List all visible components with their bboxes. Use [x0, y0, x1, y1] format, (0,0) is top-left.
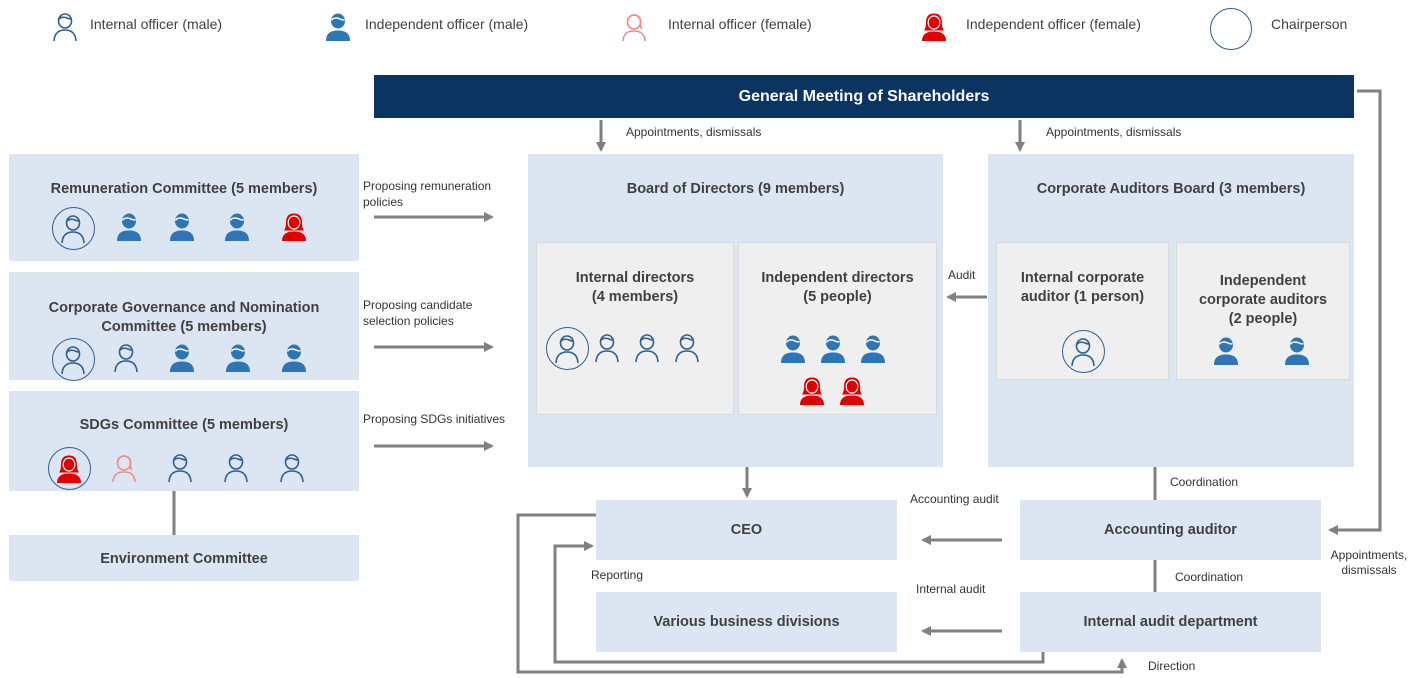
board-title: Board of Directors (9 members)	[626, 181, 845, 197]
independent-male-icon	[222, 341, 254, 373]
direction-label: Direction	[1148, 659, 1196, 673]
sdgs-committee-title: SDGs Committee (5 members)	[79, 417, 289, 433]
independent-male-icon	[113, 210, 145, 242]
internal-directors-line2: (4 members)	[591, 289, 679, 305]
ceo-title: CEO	[730, 522, 763, 538]
accounting-auditor-title: Accounting auditor	[1104, 522, 1237, 538]
independent-male-icon	[777, 332, 809, 364]
internal-auditor-line2: auditor (1 person)	[1020, 289, 1145, 305]
business-divisions-title: Various business divisions	[653, 614, 840, 630]
legend-internal-male: Internal officer (male)	[90, 16, 223, 32]
independent-male-icon	[1210, 334, 1242, 366]
independent-male-icon	[166, 341, 198, 373]
environment-committee	[9, 535, 359, 581]
internal-audit-department-box	[1020, 592, 1321, 652]
audit-label: Audit	[948, 268, 976, 282]
environment-committee-title: Environment Committee	[100, 551, 268, 567]
legend-independent-male: Independent officer (male)	[365, 16, 529, 32]
governance-committee-title-line2: Committee (5 members)	[101, 319, 267, 335]
chairperson-legend-icon	[1210, 8, 1252, 50]
chairperson-ring-icon	[546, 327, 589, 370]
proposing-candidate-label-line2: selection policies	[363, 314, 454, 328]
independent-male-icon	[166, 210, 198, 242]
chairperson-ring-icon	[52, 338, 95, 381]
accounting-auditor-box	[1020, 500, 1321, 560]
legend-chairperson: Chairperson	[1271, 16, 1348, 32]
appointments-dismissals-label: Appointments, dismissals	[626, 125, 762, 139]
proposing-remuneration-label-line1: Proposing remuneration	[363, 179, 492, 193]
chairperson-ring-icon	[52, 207, 95, 250]
internal-male-icon	[631, 331, 663, 363]
internal-auditor-line1: Internal corporate	[1020, 270, 1145, 286]
independent-directors-line2: (5 people)	[803, 289, 872, 305]
internal-audit-department-title: Internal audit department	[1083, 614, 1258, 630]
auditors-board-title: Corporate Auditors Board (3 members)	[1036, 181, 1306, 197]
internal-male-icon	[591, 331, 623, 363]
internal-directors-line1: Internal directors	[575, 270, 695, 286]
internal-male-icon	[164, 451, 196, 483]
proposing-sdgs-label: Proposing SDGs initiatives	[363, 412, 506, 426]
business-divisions-box	[596, 592, 897, 652]
internal-audit-label: Internal audit	[916, 582, 986, 596]
independent-female-icon	[53, 452, 85, 484]
independent-auditors-line1: Independent	[1219, 273, 1307, 289]
appointments-label-line1: Appointments,	[1330, 548, 1408, 562]
ceo-box	[596, 500, 897, 560]
internal-male-icon	[1067, 335, 1099, 367]
independent-male-icon	[278, 341, 310, 373]
remuneration-committee-title: Remuneration Committee (5 members)	[50, 181, 318, 197]
proposing-remuneration-label-line2: policies	[363, 195, 404, 209]
legend-independent-female: Independent officer (female)	[966, 16, 1141, 32]
governance-committee-title-line1: Corporate Governance and Nomination	[48, 300, 320, 316]
internal-male-icon	[57, 212, 89, 244]
reporting-label: Reporting	[591, 568, 644, 582]
independent-female-icon	[796, 374, 828, 406]
independent-auditors-line2: corporate auditors	[1198, 292, 1328, 308]
internal-male-icon	[551, 332, 583, 364]
legend-internal-female: Internal officer (female)	[668, 16, 812, 32]
internal-male-icon	[110, 341, 142, 373]
proposing-candidate-label-line1: Proposing candidate	[363, 298, 473, 312]
appointments-dismissals-label: Appointments, dismissals	[1046, 125, 1182, 139]
internal-male-icon	[276, 451, 308, 483]
chairperson-ring-icon	[1062, 330, 1105, 373]
independent-male-icon	[857, 332, 889, 364]
chairperson-ring-icon	[48, 447, 91, 490]
appointments-label-line2: dismissals	[1341, 563, 1397, 577]
internal-male-icon	[220, 451, 252, 483]
independent-directors-line1: Independent directors	[761, 270, 914, 286]
independent-female-icon	[836, 374, 868, 406]
independent-auditors-line3: (2 people)	[1228, 311, 1298, 327]
internal-male-icon	[671, 331, 703, 363]
independent-auditors-panel	[1176, 242, 1350, 380]
accounting-audit-label: Accounting audit	[910, 492, 999, 506]
internal-male-icon	[57, 343, 89, 375]
general-meeting-banner: General Meeting of Shareholders	[374, 75, 1354, 118]
independent-male-icon	[817, 332, 849, 364]
internal-female-icon	[108, 451, 140, 483]
coordination-label: Coordination	[1175, 570, 1244, 584]
independent-male-icon	[1281, 334, 1313, 366]
independent-female-icon	[278, 210, 310, 242]
coordination-label: Coordination	[1170, 475, 1239, 489]
independent-male-icon	[221, 210, 253, 242]
independent-directors-panel	[738, 242, 937, 415]
